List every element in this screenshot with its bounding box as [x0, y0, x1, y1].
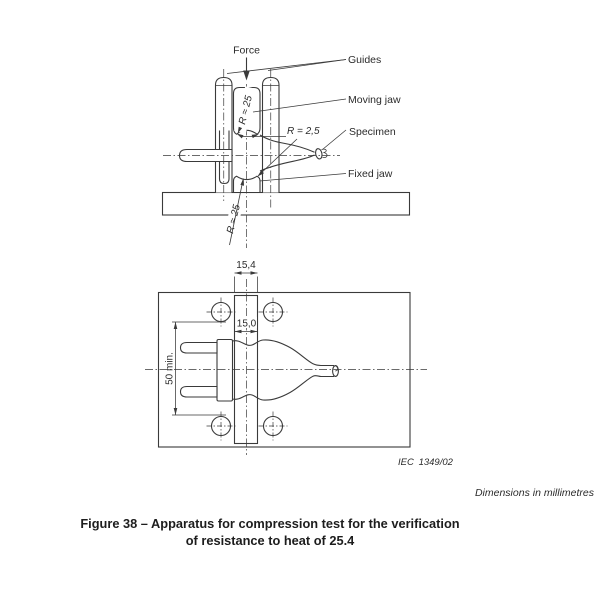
fixed-jaw-radius-arrow: [240, 178, 244, 186]
moving-jaw-radius-mask: [234, 86, 257, 134]
plan-plug-pin-top: [179, 341, 218, 354]
drawing-reference: IEC 1349/02: [398, 457, 454, 468]
caption-line-2: of resistance to heat of 25.4: [185, 532, 355, 548]
dim-15-4-lines: [234, 272, 258, 292]
plan-plug-pin-bottom: [179, 385, 218, 398]
moving-jaw-leader: [252, 98, 347, 113]
specimen-leader: [322, 129, 347, 150]
dim-50-min-arrow-bottom: [173, 408, 178, 415]
guides-leader-left: [226, 59, 347, 74]
fixed-jaw-label: Fixed jaw: [348, 168, 393, 180]
specimen-plate-side-shape: [218, 130, 230, 185]
dim-15-0: [234, 329, 258, 334]
specimen-label: Specimen: [349, 126, 396, 138]
plan-plug-plate-shape: [216, 338, 234, 402]
moving-jaw-radius-arrow: [237, 126, 243, 134]
specimen-break-ellipse: [315, 148, 323, 160]
dim-15-0-arrow-right: [250, 329, 258, 334]
dim-50-min-label: 50 min.: [165, 352, 176, 385]
edge-radius-arrow-left: [236, 133, 244, 139]
fixed-jaw-radius-mask: [221, 194, 246, 244]
dim-50-min: [172, 321, 226, 416]
edge-radius-arrow-right: [251, 134, 259, 139]
dim-15-4: [234, 271, 258, 292]
top-view-diagram: Force R ≈ 25 R ≈ 25 Guides Moving ja: [161, 45, 411, 248]
specimen-top-outline: [259, 134, 315, 153]
edge-radius-label: R = 2,5: [287, 126, 320, 137]
dim-15-4-label: 15,4: [236, 260, 256, 271]
dim-50-min-arrow-top: [173, 322, 178, 329]
plan-plug-top-outline: [232, 339, 334, 367]
plan-plug-break-ellipse: [332, 365, 339, 377]
apparatus-drawing: Force R ≈ 25 R ≈ 25 Guides Moving ja: [145, 45, 454, 468]
fixed-jaw-leader: [259, 173, 347, 182]
plan-plug-break-squiggle: [335, 365, 339, 372]
moving-jaw-label: Moving jaw: [348, 94, 401, 106]
force-label: Force: [233, 45, 260, 57]
dim-15-0-label: 15,0: [237, 319, 257, 330]
units-note: Dimensions in millimetres: [474, 487, 594, 499]
caption-line-1: Figure 38 – Apparatus for compression te…: [80, 516, 460, 531]
edge-radius-arrow-fixed-jaw: [257, 170, 264, 177]
dim-15-0-mask: [236, 317, 257, 328]
figure-caption: Figure 38 – Apparatus for compression te…: [0, 516, 540, 549]
fixed-jaw-radius-leader: [229, 179, 244, 246]
dim-50-min-lines: [172, 321, 226, 416]
plan-view-diagram: 15,4 15,0 50 min. IEC 1349/02: [145, 260, 454, 468]
hole-crosshairs: [206, 297, 288, 441]
plan-plug-bottom-outline: [232, 375, 334, 401]
base-plate-shape: [161, 191, 411, 216]
guides-label: Guides: [348, 54, 381, 66]
force-arrow-head: [243, 70, 250, 81]
dim-15-0-arrow-left: [234, 329, 242, 334]
specimen-break-squiggle: [321, 148, 328, 158]
dim-15-4-arrow-right: [250, 271, 258, 275]
clamp-holes: [206, 297, 288, 441]
dim-15-4-arrow-left: [234, 271, 242, 275]
specimen-bottom-outline: [259, 154, 315, 172]
fixed-jaw-shape: [232, 175, 261, 194]
edge-radius-leader-diagonal: [258, 138, 298, 176]
